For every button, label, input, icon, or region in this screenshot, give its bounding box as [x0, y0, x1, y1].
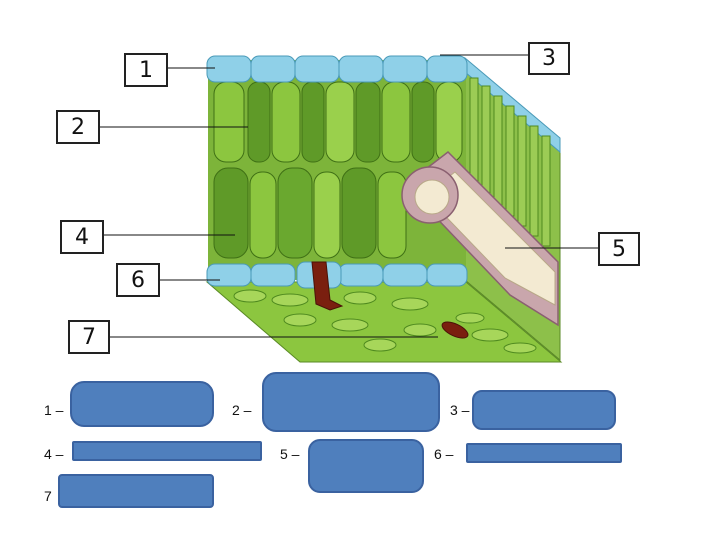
upper-epidermis: [206, 55, 468, 83]
answer-box-5[interactable]: [308, 439, 424, 493]
leader-lines: [100, 54, 598, 338]
answer-box-3[interactable]: [472, 390, 616, 430]
answer-label-3: 3 –: [450, 402, 470, 418]
label-3: 3: [528, 42, 570, 75]
answer-label-2: 2 –: [232, 402, 252, 418]
answer-box-2[interactable]: [262, 372, 440, 432]
palisade-layer: [213, 81, 463, 163]
label-1: 1: [124, 53, 168, 87]
answer-box-1[interactable]: [70, 381, 214, 427]
answer-label-7: 7: [44, 488, 52, 504]
label-2: 2: [56, 110, 100, 144]
label-4: 4: [60, 220, 104, 254]
label-6: 6: [116, 263, 160, 297]
answer-box-4[interactable]: [72, 441, 262, 461]
vascular-bundle: [401, 151, 559, 327]
bottom-spongy-cells: [233, 289, 537, 354]
answer-label-4: 4 –: [44, 446, 64, 462]
answer-label-5: 5 –: [280, 446, 300, 462]
answer-box-7[interactable]: [58, 474, 214, 508]
label-7: 7: [68, 320, 110, 354]
answer-label-1: 1 –: [44, 402, 64, 418]
label-5: 5: [598, 232, 640, 266]
stoma: [296, 261, 344, 311]
answer-label-6: 6 –: [434, 446, 454, 462]
stoma-bottom: [441, 321, 469, 339]
answer-box-6[interactable]: [466, 443, 622, 463]
